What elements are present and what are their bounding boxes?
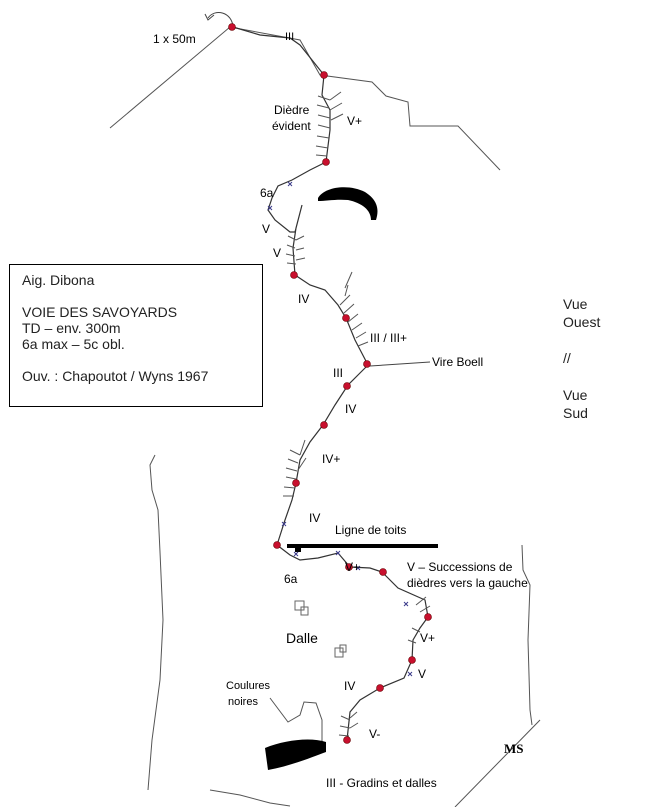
belay-station [343,736,351,744]
bolt-marks [267,181,413,677]
rock-outline [109,26,541,807]
grade-label: III [333,366,344,380]
grade-label: V- [369,727,381,741]
grade-label: V [273,246,282,260]
belay-station [320,421,328,429]
grade-label: V [418,667,427,681]
info-grade-length: TD – env. 300m [22,320,121,336]
grade-label: 6a [284,572,298,586]
grade-label: V+ [345,560,361,574]
upper-roof-shape [318,187,378,220]
slab-blocks [294,600,347,658]
grade-label: 6a [260,186,274,200]
vire-boell-leader [369,361,431,367]
black-rock-shape [265,739,326,770]
info-spacer [22,352,250,368]
belay-stations [228,23,432,744]
info-route-name: VOIE DES SAVOYARDS [22,304,178,320]
belay-station [379,568,387,576]
dihedrals-label-line2: dièdres vers la gauche [407,576,528,590]
roof-line-end [295,546,301,552]
belay-station [290,271,298,279]
belay-station [343,382,351,390]
grade-label: IV+ [322,452,341,466]
slab-label: Dalle [286,630,318,646]
route-line [232,26,429,741]
rappel-label: 1 x 50m [153,32,196,46]
grade-label: V+ [347,114,363,128]
belay-station [292,479,300,487]
belay-station [320,71,328,79]
belay-station [322,158,330,166]
belay-station [345,563,353,571]
roof-line [287,544,438,548]
base-label: III - Gradins et dalles [326,776,437,790]
author-signature: MS [504,741,524,756]
dihedral-label-line2: évident [272,119,311,133]
view-south-line2: Sud [563,405,588,421]
ledge-label: Vire Boell [432,355,484,369]
rappel-arrow [204,12,234,28]
route-hatching [283,91,431,737]
belay-station [342,314,350,322]
info-peak: Aig. Dibona [22,272,95,288]
streaks-label-line2: noires [228,696,258,708]
belay-station [228,23,236,31]
info-spacer [22,288,250,304]
view-separator: // [563,350,571,366]
grade-label: IV [345,402,357,416]
info-max-grade: 6a max – 5c obl. [22,336,125,352]
grade-label: IV [344,679,356,693]
belay-station [408,656,416,664]
dihedral-label-line1: Dièdre [274,103,310,117]
belay-station [376,684,384,692]
grade-label: IV [298,292,310,306]
roof-line-label: Ligne de toits [335,523,407,537]
belay-station [424,613,432,621]
grade-label: IV [309,511,321,525]
view-west-line2: Ouest [563,314,601,330]
grade-label: III [285,31,295,43]
grade-label: V [262,222,271,236]
belay-station [273,541,281,549]
grade-label: III / III+ [370,331,408,345]
grade-label: V+ [420,631,436,645]
belay-station [363,360,371,368]
dihedrals-label-line1: V – Successions de [407,560,513,574]
route-info-box: Aig. Dibona VOIE DES SAVOYARDS TD – env.… [9,264,263,407]
view-south-line1: Vue [563,387,588,403]
view-west-line1: Vue [563,296,588,312]
info-first-ascent: Ouv. : Chapoutot / Wyns 1967 [22,368,209,384]
streaks-label-line1: Coulures [226,680,271,692]
